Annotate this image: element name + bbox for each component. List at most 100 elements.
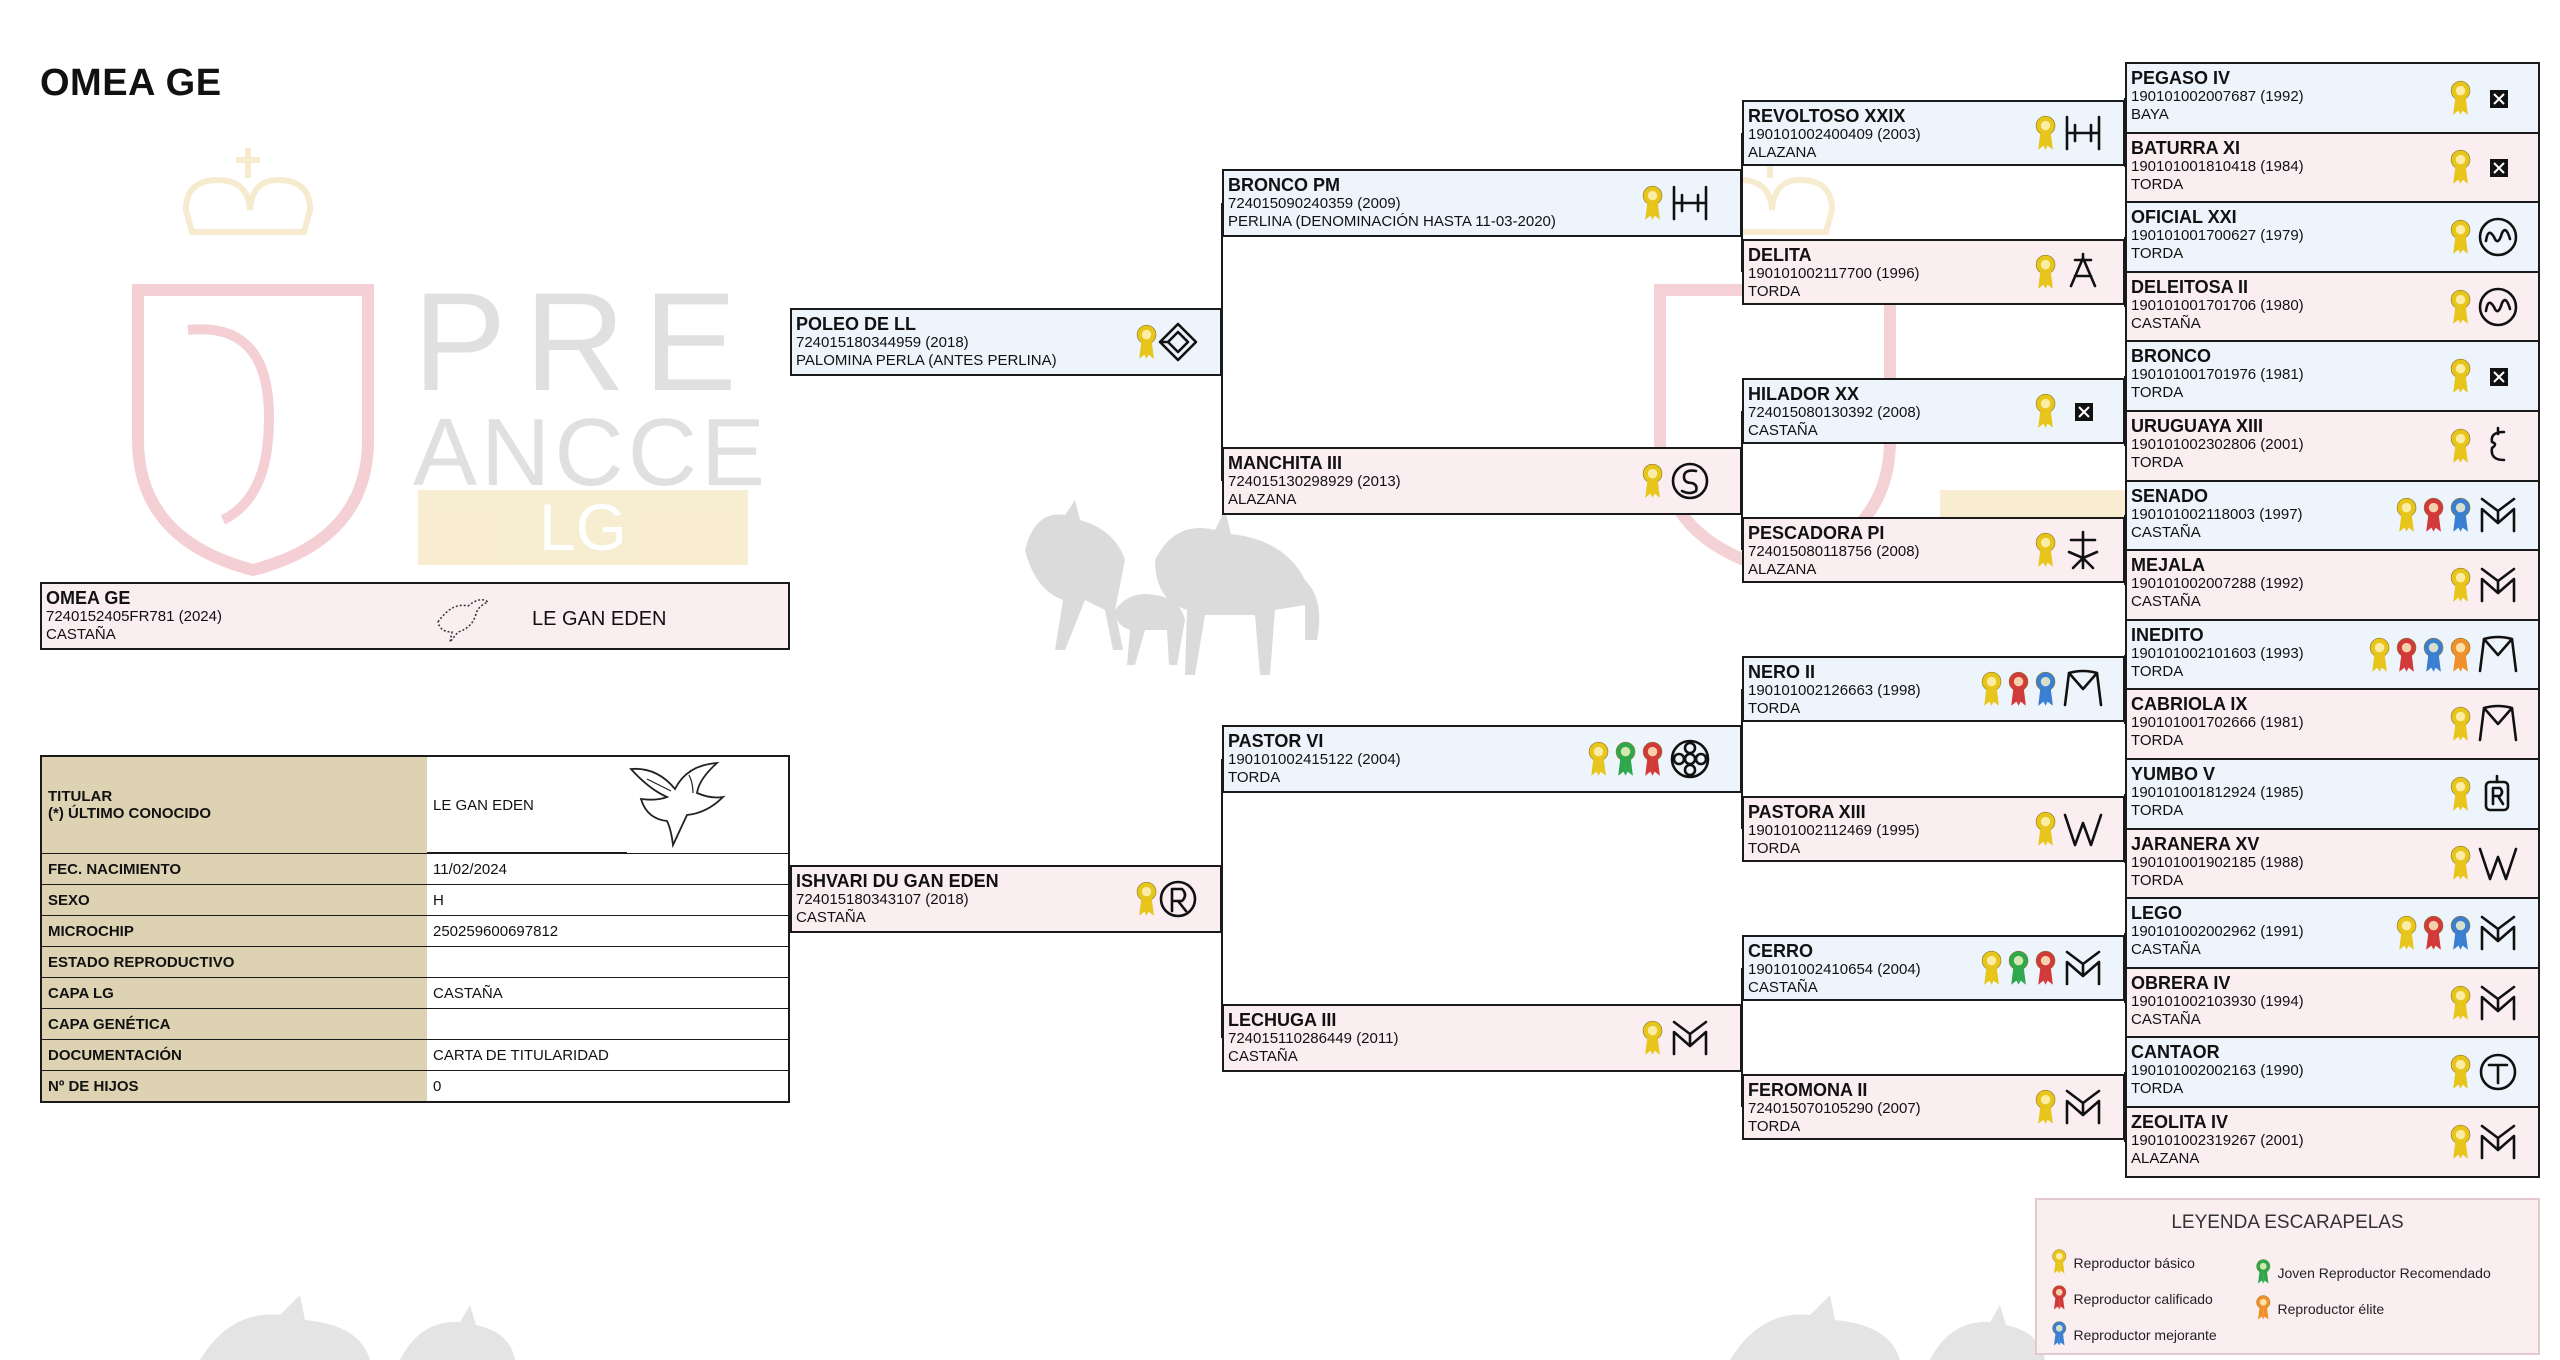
info-value: 0 [433, 1077, 442, 1095]
rosette-yellow-icon [1981, 950, 2002, 985]
dove-logo-icon [629, 761, 726, 849]
horse-name: INEDITO [2131, 624, 2204, 645]
horse-coat: CASTAÑA [1228, 1048, 1298, 1065]
rosette-yellow-icon [2450, 846, 2471, 881]
info-row: SEXO H [42, 884, 788, 915]
legend-item-label: Joven Reproductor Recomendado [2277, 1265, 2491, 1281]
brand-mark [2061, 111, 2105, 155]
pedigree-connector [1741, 411, 1743, 550]
info-row: ESTADO REPRODUCTIVO [42, 946, 788, 977]
rosettes [2034, 1088, 2057, 1126]
rosette-yellow-icon [2450, 150, 2471, 185]
pedigree-connector [2124, 515, 2126, 585]
horse-coat: TORDA [1748, 840, 1801, 857]
horse-name: MANCHITA III [1228, 453, 1342, 473]
rosette-yellow-icon [2450, 567, 2471, 602]
info-table: TITULAR (*) ÚLTIMO CONOCIDO LE GAN EDEN … [40, 755, 790, 1103]
horse-reg: 724015130298929 (2013) [1228, 473, 1401, 490]
horse-reg: 190101002400409 (2003) [1748, 126, 1921, 143]
pedigree-connector [1221, 203, 1223, 481]
legend-item: Reproductor básico [2051, 1248, 2195, 1278]
rosettes [2034, 392, 2057, 430]
rosettes [1641, 184, 1664, 222]
subject-box[interactable]: OMEA GE 7240152405FR781 (2024) CASTAÑA L… [40, 582, 790, 650]
horse-name: OBRERA IV [2131, 972, 2231, 993]
info-value: 11/02/2024 [433, 860, 507, 878]
pedigree-connector [1221, 759, 1223, 1038]
info-label: CAPA LG [42, 978, 427, 1008]
flower-brand-icon [1670, 739, 1710, 779]
rosette-orange-icon [2255, 1294, 2272, 1324]
rosettes [1135, 880, 1158, 918]
swirl-brand-icon [2478, 287, 2518, 326]
horse-coat: CASTAÑA [1748, 422, 1818, 439]
horse-name: CERRO [1748, 941, 1814, 961]
ym-brand-icon [2480, 985, 2516, 1020]
horse-coat: PERLINA (DENOMINACIÓN HASTA 11-03-2020) [1228, 213, 1556, 230]
horse-coat: PALOMINA PERLA (ANTES PERLINA) [796, 352, 1057, 369]
rosettes [2395, 914, 2472, 952]
rosette-yellow-icon [2396, 498, 2417, 533]
r-brand-icon [2484, 774, 2510, 812]
rosettes [2449, 844, 2472, 882]
horse-reg: 190101002126663 (1998) [1748, 682, 1921, 699]
info-value: 250259600697812 [433, 922, 559, 940]
horse-name: YUMBO V [2131, 764, 2216, 784]
rosette-blue-icon [2035, 671, 2056, 706]
horse-coat: TORDA [2131, 175, 2184, 193]
brand-mark [2061, 250, 2105, 294]
horse-name: DELEITOSA II [2131, 276, 2249, 297]
horse-name: LECHUGA III [1228, 1010, 1337, 1030]
horse-reg: 724015110286449 (2011) [1228, 1030, 1399, 1047]
legend-item: Joven Reproductor Recomendado [2255, 1258, 2491, 1288]
horse-reg: 190101002103930 (1994) [2131, 992, 2304, 1010]
m-brand-icon [2478, 635, 2518, 672]
horse-coat: TORDA [2131, 802, 2184, 819]
brand-mark [2061, 528, 2105, 572]
circle-r-brand-icon [1159, 880, 1197, 918]
brand-mark [2476, 76, 2520, 120]
rosettes [2395, 496, 2472, 534]
watermark-left: PRE ANCCE LG [128, 140, 828, 580]
brand-mark [1156, 877, 1200, 921]
ym-brand-icon [2065, 950, 2101, 986]
rosettes [2368, 636, 2472, 674]
subject-coat: CASTAÑA [46, 626, 116, 643]
ym-brand-icon [2065, 1089, 2101, 1125]
pedigree-connector [2124, 654, 2126, 725]
horse-name: NERO II [1748, 662, 1816, 682]
horse-name: ISHVARI DU GAN EDEN [796, 871, 999, 891]
info-value [427, 1009, 788, 1039]
horse-name: PASTOR VI [1228, 731, 1324, 751]
